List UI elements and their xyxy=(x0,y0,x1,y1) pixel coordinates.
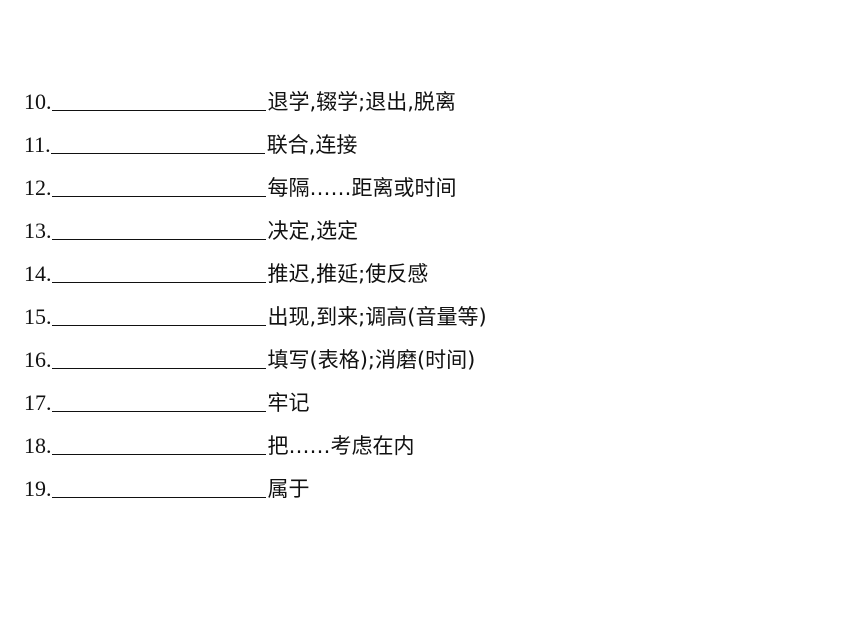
answer-blank[interactable] xyxy=(51,258,266,283)
worksheet-item: 17. 牢记 xyxy=(24,371,724,414)
item-number: 14. xyxy=(24,261,52,286)
answer-blank[interactable] xyxy=(51,301,266,326)
item-definition: 联合,连接 xyxy=(266,133,358,157)
answer-blank[interactable] xyxy=(51,215,266,240)
item-number: 18. xyxy=(24,433,52,458)
worksheet-item: 19. 属于 xyxy=(24,457,724,500)
item-number: 17. xyxy=(24,390,52,415)
item-definition: 每隔……距离或时间 xyxy=(267,176,457,200)
item-definition: 属于 xyxy=(267,477,310,501)
worksheet-item: 12. 每隔……距离或时间 xyxy=(24,156,724,199)
worksheet-item: 14. 推迟,推延;使反感 xyxy=(24,242,724,285)
item-number: 16. xyxy=(24,347,52,372)
answer-blank[interactable] xyxy=(50,129,265,154)
item-number: 13. xyxy=(24,218,52,243)
answer-blank[interactable] xyxy=(51,344,266,369)
item-definition: 推迟,推延;使反感 xyxy=(267,262,429,286)
item-definition: 牢记 xyxy=(267,391,310,415)
vocabulary-worksheet: 10. 退学,辍学;退出,脱离 11. 联合,连接 12. 每隔……距离或时间 … xyxy=(24,70,724,500)
item-number: 11. xyxy=(24,132,51,157)
item-number: 10. xyxy=(24,89,52,114)
worksheet-item: 13. 决定,选定 xyxy=(24,199,724,242)
worksheet-item: 18. 把……考虑在内 xyxy=(24,414,724,457)
item-definition: 退学,辍学;退出,脱离 xyxy=(267,90,456,114)
item-number: 15. xyxy=(24,304,52,329)
item-definition: 出现,到来;调高(音量等) xyxy=(267,305,487,329)
worksheet-item: 11. 联合,连接 xyxy=(24,113,724,156)
answer-blank[interactable] xyxy=(51,387,266,412)
answer-blank[interactable] xyxy=(51,473,266,498)
worksheet-item: 16. 填写(表格);消磨(时间) xyxy=(24,328,724,371)
item-number: 12. xyxy=(24,175,52,200)
answer-blank[interactable] xyxy=(51,172,266,197)
worksheet-item: 10. 退学,辍学;退出,脱离 xyxy=(24,70,724,113)
answer-blank[interactable] xyxy=(51,430,266,455)
item-definition: 填写(表格);消磨(时间) xyxy=(267,348,476,372)
item-number: 19. xyxy=(24,476,52,501)
answer-blank[interactable] xyxy=(51,86,266,111)
item-definition: 决定,选定 xyxy=(267,219,359,243)
worksheet-item: 15. 出现,到来;调高(音量等) xyxy=(24,285,724,328)
item-definition: 把……考虑在内 xyxy=(267,434,415,458)
